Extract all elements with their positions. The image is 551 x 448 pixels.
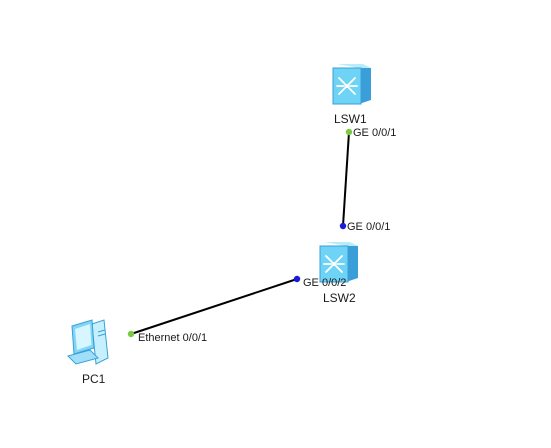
port-label-pc1-eth0-0-1: Ethernet 0/0/1 xyxy=(138,332,207,344)
port-indicator-lsw1-ge0-0-1 xyxy=(345,128,353,136)
link-lsw1-lsw2[interactable] xyxy=(342,131,350,227)
device-lsw1[interactable] xyxy=(332,64,371,105)
port-label-lsw2-ge0-0-1: GE 0/0/1 xyxy=(347,221,390,233)
device-lsw2[interactable] xyxy=(319,242,358,283)
switch-icon xyxy=(332,64,371,105)
pc-icon xyxy=(67,319,109,365)
link-lsw2-pc1[interactable] xyxy=(130,278,298,335)
switch-icon xyxy=(319,242,358,283)
device-label-pc1: PC1 xyxy=(82,372,106,386)
port-indicator-lsw2-ge0-0-2 xyxy=(293,275,301,283)
port-indicator-lsw2-ge0-0-1 xyxy=(339,222,347,230)
device-label-lsw1: LSW1 xyxy=(334,112,367,126)
port-label-lsw2-ge0-0-2: GE 0/0/2 xyxy=(303,277,346,289)
device-label-lsw2: LSW2 xyxy=(323,291,356,305)
port-label-lsw1-ge0-0-1: GE 0/0/1 xyxy=(353,127,396,139)
port-indicator-pc1-eth0-0-1 xyxy=(127,330,135,338)
device-pc1[interactable] xyxy=(67,319,109,365)
